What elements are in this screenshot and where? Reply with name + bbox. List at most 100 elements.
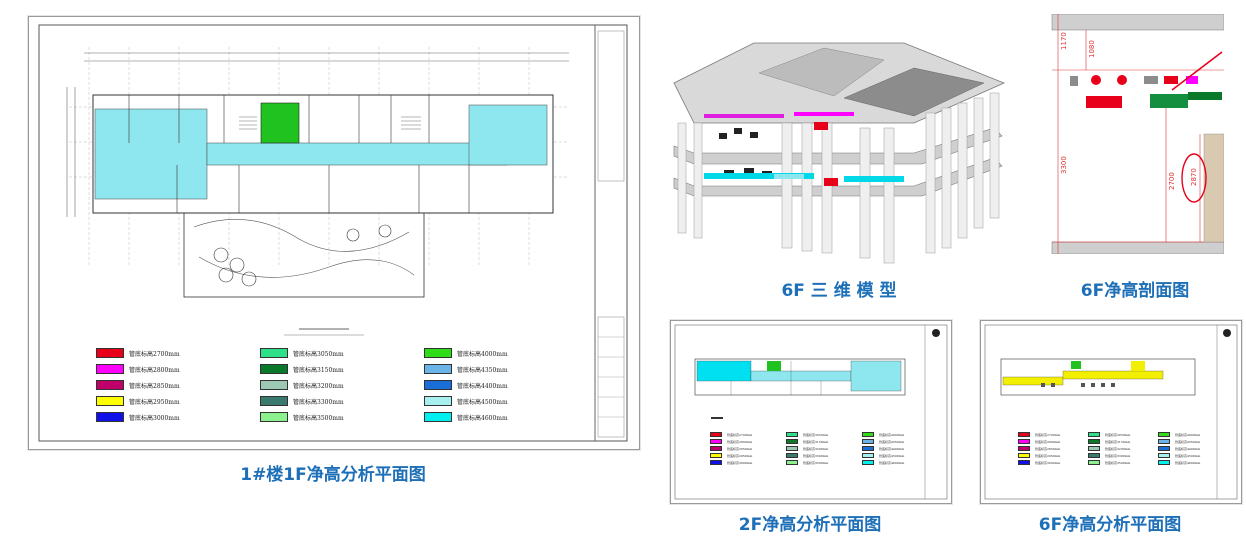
legend-swatch bbox=[710, 432, 722, 437]
legend-label: 管底标高3300mm bbox=[803, 453, 829, 458]
legend-item: 管底标高3050mm bbox=[1088, 432, 1130, 437]
legend-label: 管底标高4400mm bbox=[1175, 446, 1201, 451]
legend-item: 管底标高4500mm bbox=[424, 396, 508, 406]
legend-swatch bbox=[260, 396, 288, 406]
legend-item: 管底标高3200mm bbox=[786, 446, 828, 451]
legend-label: 管底标高2850mm bbox=[1035, 446, 1061, 451]
legend-label: 管底标高4500mm bbox=[879, 453, 905, 458]
legend-item: 管底标高3000mm bbox=[710, 460, 752, 465]
legend-swatch bbox=[260, 348, 288, 358]
model-6f-render bbox=[673, 42, 1006, 264]
legend-label: 管底标高2700mm bbox=[129, 350, 180, 358]
legend-swatch bbox=[1088, 439, 1100, 444]
legend-label: 管底标高4600mm bbox=[879, 460, 905, 465]
caption-plan-6f: 6F净高分析平面图 bbox=[1038, 515, 1182, 535]
legend-swatch bbox=[424, 348, 452, 358]
caption-model-6f: 6F 三 维 模 型 bbox=[781, 281, 897, 301]
legend-label: 管底标高2950mm bbox=[129, 398, 180, 406]
legend-swatch bbox=[1088, 432, 1100, 437]
plan-6f-linework bbox=[984, 324, 1238, 500]
dim-3300: 3300 bbox=[1060, 156, 1068, 174]
legend-item: 管底标高3500mm bbox=[786, 460, 828, 465]
legend-label: 管底标高3200mm bbox=[803, 446, 829, 451]
legend-label: 管底标高3200mm bbox=[293, 382, 344, 390]
legend-item: 管底标高2800mm bbox=[1018, 439, 1060, 444]
legend-label: 管底标高4000mm bbox=[879, 432, 905, 437]
legend-item: 管底标高2700mm bbox=[96, 348, 180, 358]
legend-label: 管底标高4350mm bbox=[1175, 439, 1201, 444]
legend-label: 管底标高4400mm bbox=[879, 446, 905, 451]
legend-item: 管底标高2850mm bbox=[96, 380, 180, 390]
legend-item: 管底标高2800mm bbox=[96, 364, 180, 374]
legend-item: 管底标高4600mm bbox=[424, 412, 508, 422]
caption-plan-2f: 2F净高分析平面图 bbox=[738, 515, 882, 535]
legend-swatch bbox=[1158, 453, 1170, 458]
legend-label: 管底标高3050mm bbox=[1105, 432, 1131, 437]
legend-item: 管底标高4350mm bbox=[862, 439, 904, 444]
section-6f-view: 1170 1080 3300 2700 2870 bbox=[1046, 14, 1224, 254]
dim-1170: 1170 bbox=[1060, 32, 1068, 50]
legend-item: 管底标高2850mm bbox=[710, 446, 752, 451]
legend-swatch bbox=[862, 446, 874, 451]
legend-swatch bbox=[1018, 446, 1030, 451]
legend-swatch bbox=[1158, 439, 1170, 444]
legend-label: 管底标高3200mm bbox=[1105, 446, 1131, 451]
legend-item: 管底标高2700mm bbox=[710, 432, 752, 437]
legend-label: 管底标高3000mm bbox=[727, 460, 753, 465]
legend-swatch bbox=[260, 412, 288, 422]
legend-item: 管底标高3150mm bbox=[1088, 439, 1130, 444]
legend-item: 管底标高4500mm bbox=[862, 453, 904, 458]
legend-item: 管底标高3200mm bbox=[1088, 446, 1130, 451]
legend-swatch bbox=[96, 380, 124, 390]
model-6f-view bbox=[664, 28, 1014, 268]
legend-item: 管底标高2950mm bbox=[710, 453, 752, 458]
legend-swatch bbox=[96, 348, 124, 358]
legend-label: 管底标高2950mm bbox=[727, 453, 753, 458]
legend-swatch bbox=[1158, 446, 1170, 451]
legend-item: 管底标高4000mm bbox=[862, 432, 904, 437]
legend-item: 管底标高4350mm bbox=[424, 364, 508, 374]
legend-swatch bbox=[1018, 439, 1030, 444]
legend-swatch bbox=[710, 446, 722, 451]
legend-label: 管底标高3300mm bbox=[293, 398, 344, 406]
legend-label: 管底标高3000mm bbox=[129, 414, 180, 422]
legend-item: 管底标高3000mm bbox=[1018, 460, 1060, 465]
legend-swatch bbox=[1088, 446, 1100, 451]
plan-2f-drawing bbox=[670, 320, 952, 504]
legend-swatch bbox=[96, 364, 124, 374]
legend-label: 管底标高2950mm bbox=[1035, 453, 1061, 458]
legend-label: 管底标高3050mm bbox=[293, 350, 344, 358]
legend-item: 管底标高2950mm bbox=[1018, 453, 1060, 458]
legend-swatch bbox=[862, 460, 874, 465]
legend-item: 管底标高4600mm bbox=[1158, 460, 1200, 465]
legend-item: 管底标高3300mm bbox=[260, 396, 344, 406]
legend-label: 管底标高4350mm bbox=[457, 366, 508, 374]
legend-swatch bbox=[862, 439, 874, 444]
legend-item: 管底标高3150mm bbox=[786, 439, 828, 444]
legend-swatch bbox=[786, 460, 798, 465]
plan-2f-linework bbox=[674, 324, 948, 500]
legend-item: 管底标高3200mm bbox=[260, 380, 344, 390]
legend-swatch bbox=[1088, 453, 1100, 458]
legend-swatch bbox=[1018, 453, 1030, 458]
legend-item: 管底标高3300mm bbox=[1088, 453, 1130, 458]
legend-item: 管底标高4400mm bbox=[424, 380, 508, 390]
legend-label: 管底标高2850mm bbox=[129, 382, 180, 390]
legend-swatch bbox=[260, 380, 288, 390]
legend-swatch bbox=[862, 453, 874, 458]
legend-swatch bbox=[710, 439, 722, 444]
legend-swatch bbox=[1088, 460, 1100, 465]
legend-label: 管底标高4600mm bbox=[1175, 460, 1201, 465]
legend-label: 管底标高2850mm bbox=[727, 446, 753, 451]
legend-item: 管底标高3000mm bbox=[96, 412, 180, 422]
legend-label: 管底标高2700mm bbox=[1035, 432, 1061, 437]
legend-swatch bbox=[96, 412, 124, 422]
legend-6f: 管底标高2700mm 管底标高2800mm 管底标高2850mm 管底标高2950mm… bbox=[1018, 432, 1218, 472]
legend-item: 管底标高4000mm bbox=[424, 348, 508, 358]
caption-plan-1f: 1#楼1F净高分析平面图 bbox=[240, 465, 426, 485]
legend-item: 管底标高4400mm bbox=[862, 446, 904, 451]
legend-label: 管底标高3500mm bbox=[1105, 460, 1131, 465]
legend-swatch bbox=[96, 396, 124, 406]
legend-item: 管底标高2850mm bbox=[1018, 446, 1060, 451]
